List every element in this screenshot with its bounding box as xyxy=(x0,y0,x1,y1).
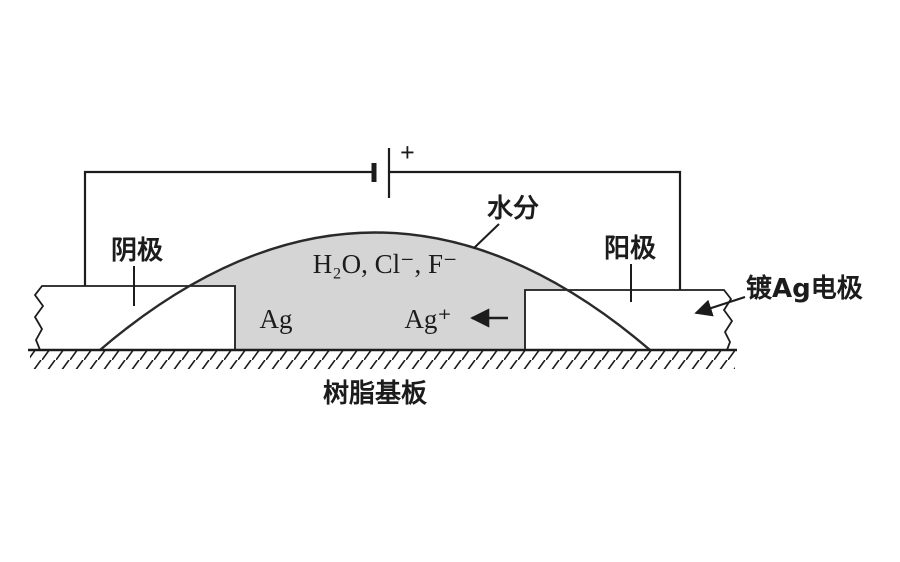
wire-left xyxy=(83,170,374,286)
silver-label: Ag xyxy=(260,304,293,334)
plated-electrode-arrow xyxy=(694,295,746,317)
water-droplet-outline xyxy=(99,231,651,351)
wire-right xyxy=(389,170,682,290)
cathode-label: 阴极 xyxy=(111,236,164,266)
moisture-label: 水分 xyxy=(487,194,539,224)
anode-label: 阳极 xyxy=(604,234,657,264)
moisture-pointer-line xyxy=(473,223,500,249)
plated-electrode-label: 镀Ag电极 xyxy=(746,273,864,304)
substrate-hatching xyxy=(30,351,735,369)
anode-electrode xyxy=(524,289,734,351)
battery-plus-label: + xyxy=(400,138,415,167)
substrate-label: 树脂基板 xyxy=(323,379,427,409)
droplet-contents-label: H₂O, Cl⁻, F⁻ xyxy=(313,249,457,279)
silver-ion-label: Ag⁺ xyxy=(404,304,451,334)
